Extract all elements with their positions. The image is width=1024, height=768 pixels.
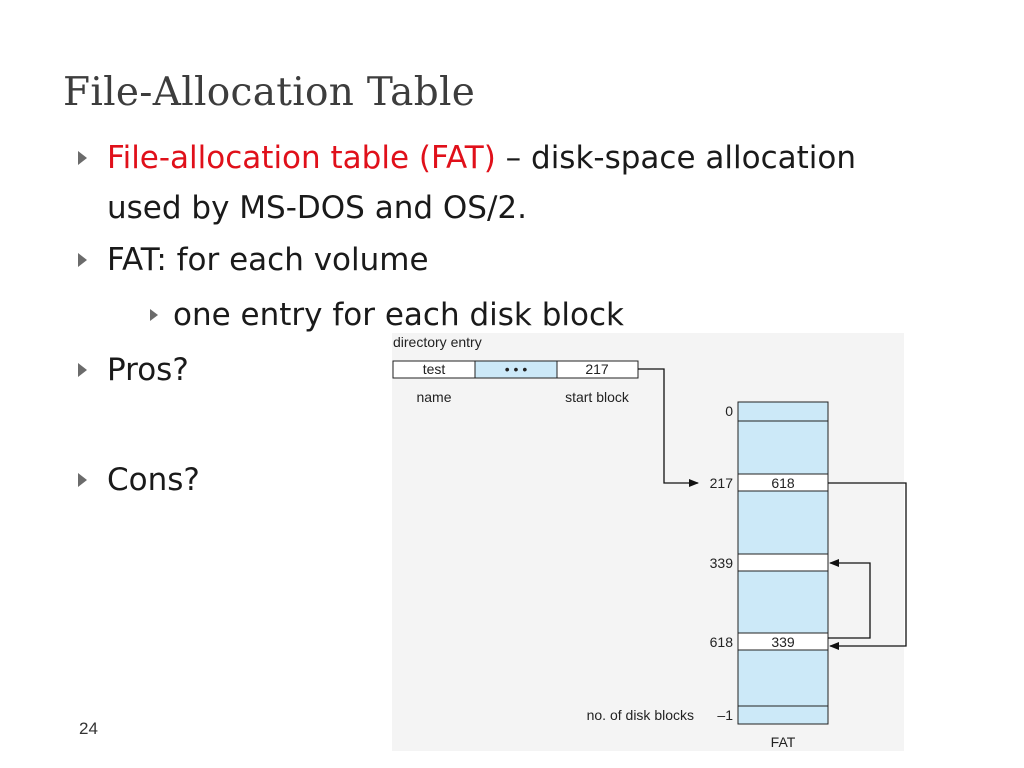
- bullet-highlight: File-allocation table (FAT): [107, 140, 496, 176]
- directory-entry-middle: [474, 360, 558, 379]
- entry-dots: • • •: [505, 361, 528, 377]
- bullet-triangle-icon: [78, 253, 87, 267]
- arrow-217-to-618: [828, 482, 907, 650]
- bullet-text: Cons?: [107, 462, 200, 498]
- slide-number: 24: [79, 719, 98, 738]
- fat-index-217: 217: [710, 475, 734, 491]
- bullet-item-fat: File-allocation table (FAT) – disk-space…: [78, 135, 857, 181]
- fat-row-339: [737, 553, 829, 572]
- entry-start-value: 217: [585, 361, 609, 377]
- bullet-text: FAT: for each volume: [107, 242, 429, 278]
- bullet-text: Pros?: [107, 352, 189, 388]
- fat-row-last: [737, 705, 829, 725]
- sub-bullet-triangle-icon: [150, 309, 158, 321]
- bullet-continuation: used by MS-DOS and OS/2.: [107, 190, 527, 226]
- bullet-text: – disk-space allocation: [495, 140, 857, 176]
- start-block-label: start block: [565, 389, 630, 405]
- bullet-item-pros: Pros?: [78, 347, 189, 393]
- fat-value-339: 339: [771, 634, 795, 650]
- fat-index-0: 0: [725, 403, 733, 419]
- bullet-triangle-icon: [78, 363, 87, 377]
- bullet-item-cons: Cons?: [78, 457, 200, 503]
- arrow-618-to-339: [828, 559, 871, 639]
- fat-row-618: [737, 632, 829, 651]
- fat-index-339: 339: [710, 555, 734, 571]
- fat-row-0: [737, 401, 829, 422]
- bullet-item-volume: FAT: for each volume: [78, 237, 429, 283]
- no-of-disk-blocks-label: no. of disk blocks: [587, 707, 694, 723]
- name-label: name: [416, 389, 451, 405]
- bullet-triangle-icon: [78, 473, 87, 487]
- bullet-triangle-icon: [78, 151, 87, 165]
- fat-index-last: –1: [717, 707, 733, 723]
- directory-entry-label: directory entry: [393, 334, 482, 350]
- sub-bullet-item-entry: one entry for each disk block: [150, 292, 624, 338]
- entry-name-value: test: [423, 361, 446, 377]
- fat-value-618: 618: [771, 475, 795, 491]
- arrow-entry-to-217: [638, 368, 699, 487]
- fat-index-618: 618: [710, 634, 734, 650]
- fat-label: FAT: [771, 734, 796, 750]
- slide-title: File-Allocation Table: [63, 70, 476, 115]
- bullet-text: one entry for each disk block: [173, 297, 624, 333]
